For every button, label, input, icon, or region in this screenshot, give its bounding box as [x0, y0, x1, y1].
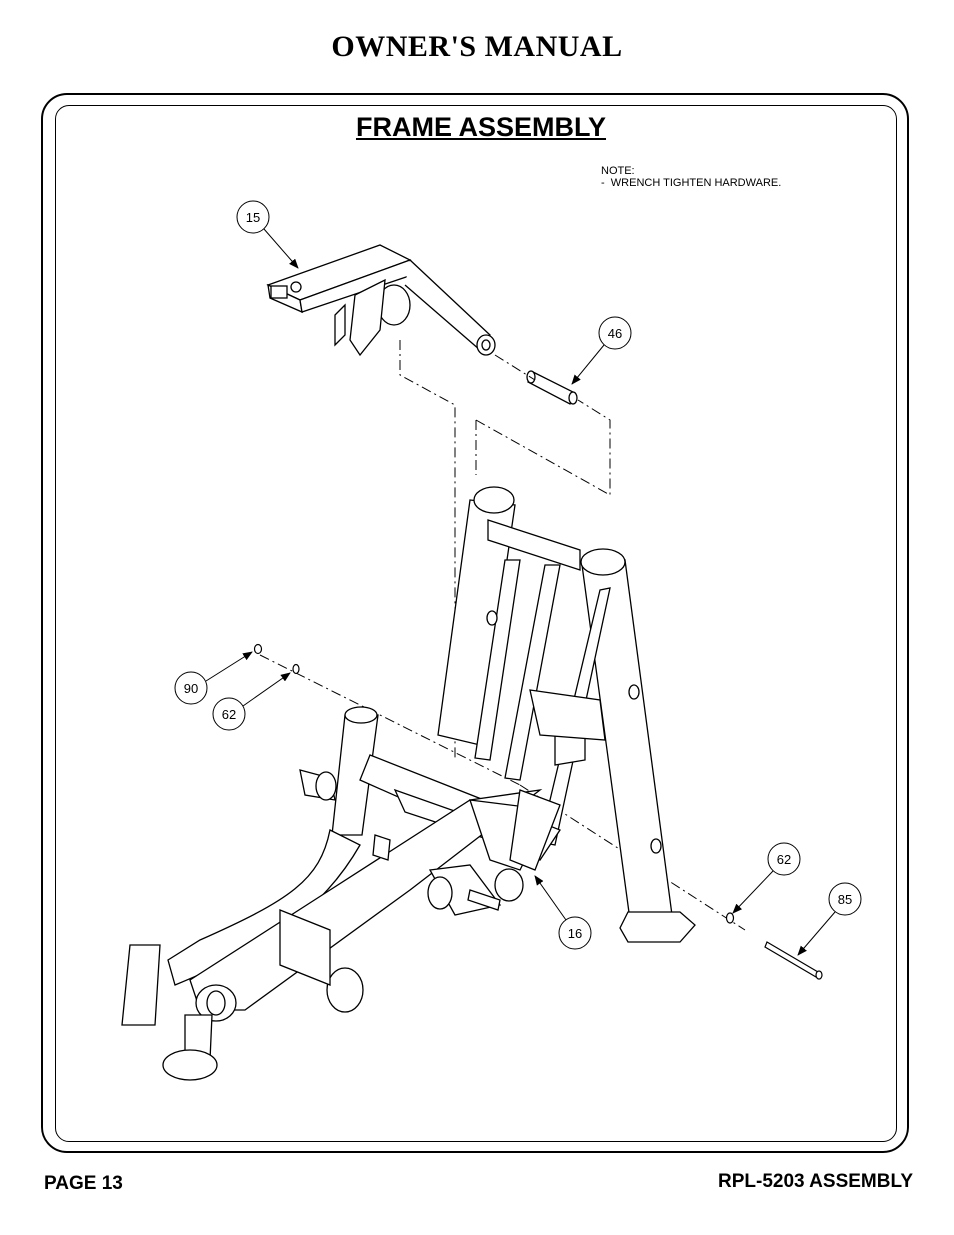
main-frame [437, 486, 696, 943]
base-frame [121, 706, 561, 1081]
callout-16-label: 16 [568, 926, 582, 941]
assembly-note: NOTE: - WRENCH TIGHTEN HARDWARE. [601, 165, 782, 189]
inner-frame [55, 105, 897, 1142]
page-number: PAGE 13 [44, 1173, 123, 1194]
callout-90-label: 90 [184, 681, 198, 696]
callout-90: 90 [174, 651, 253, 705]
callout-15: 15 [236, 200, 299, 269]
callout-16: 16 [534, 875, 592, 950]
outer-frame [41, 93, 909, 1153]
callout-62-right-label: 62 [777, 852, 791, 867]
callout-85-label: 85 [838, 892, 852, 907]
section-title: FRAME ASSEMBLY [355, 112, 607, 142]
callout-46: 46 [571, 316, 632, 385]
callout-85: 85 [797, 882, 862, 956]
callout-62-left-label: 62 [222, 707, 236, 722]
callout-46-label: 46 [608, 326, 622, 341]
callout-62-right: 62 [732, 842, 801, 914]
document-name: RPL-5203 ASSEMBLY [718, 1171, 913, 1192]
part-46-pin [526, 370, 578, 405]
manual-title: OWNER'S MANUAL [331, 30, 623, 63]
hardware [253, 643, 823, 980]
part-15-upper-arm [266, 244, 496, 357]
callout-62-left: 62 [212, 672, 291, 731]
callout-15-label: 15 [246, 210, 260, 225]
